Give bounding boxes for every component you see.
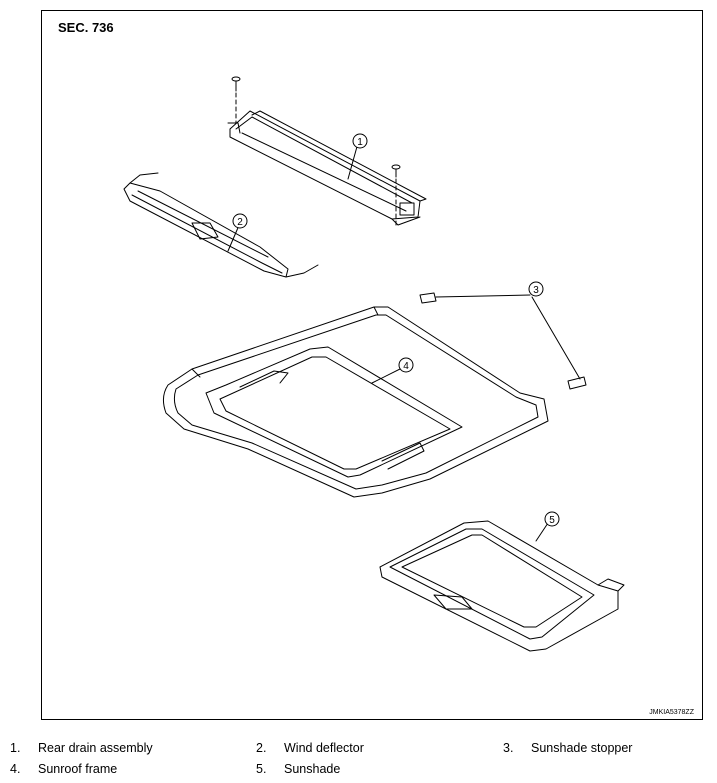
sunroof-frame-part — [162, 306, 549, 498]
callout-4: 4 — [398, 357, 414, 373]
callout-2: 2 — [232, 213, 248, 229]
reference-code: JMKIA5378ZZ — [649, 709, 694, 716]
svg-text:3: 3 — [533, 285, 539, 296]
screw-part — [391, 164, 401, 228]
diagram-frame: SEC. 736 — [41, 10, 703, 720]
svg-text:4: 4 — [403, 361, 409, 372]
exploded-view-drawing: 1 2 3 4 5 — [123, 76, 625, 652]
callout-5: 5 — [544, 511, 560, 527]
callout-3: 3 — [528, 281, 544, 297]
section-label: SEC. 736 — [58, 20, 114, 35]
wind-deflector-part — [123, 172, 319, 278]
sunshade-stopper-part — [419, 292, 587, 390]
screw-part — [231, 76, 241, 124]
callout-1: 1 — [352, 133, 368, 149]
svg-text:5: 5 — [549, 515, 555, 526]
sunshade-part — [379, 520, 625, 652]
svg-text:2: 2 — [237, 217, 243, 228]
rear-drain-assembly-part — [227, 110, 427, 226]
svg-text:1: 1 — [357, 137, 363, 148]
